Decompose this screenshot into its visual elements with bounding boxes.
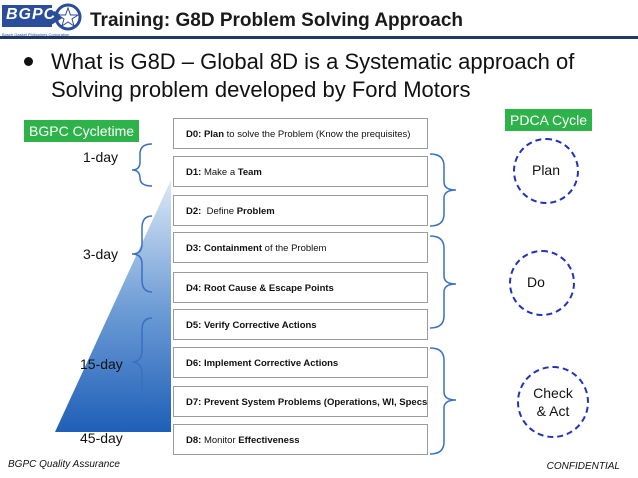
check-label: Check (533, 385, 573, 401)
step-code: D3: (186, 243, 202, 254)
day-label: 1-day (83, 149, 119, 165)
step-code: D0: (186, 129, 202, 140)
step-code: D4: (186, 283, 202, 294)
step-emphasis: Problem (236, 206, 275, 217)
step-emphasis: Verify Corrective Actions (203, 320, 317, 331)
step-code: D1: (186, 167, 202, 178)
bullet-marker (24, 57, 33, 66)
step-d1: D1: Make a Team (173, 156, 428, 187)
step-code: D7: (186, 397, 202, 408)
step-d5: D5: Verify Corrective Actions (173, 309, 428, 340)
cycletime-label: BGPC Cycletime (24, 120, 140, 142)
pdca-brackets (430, 153, 457, 455)
step-d4: D4: Root Cause & Escape Points (173, 272, 428, 303)
step-emphasis: Containment (203, 243, 263, 254)
footer-right: CONFIDENTIAL (546, 461, 620, 472)
check-act-circle: Check & Act (517, 366, 589, 438)
step-d2: D2: Define Problem (173, 195, 428, 226)
step-text: Monitor (201, 435, 239, 446)
do-circle: Do (509, 250, 575, 316)
step-code: D8: (186, 435, 202, 446)
page-title: Training: G8D Problem Solving Approach (90, 10, 464, 31)
step-emphasis: Root Cause & Escape Points (203, 283, 334, 294)
step-text: of the Problem (262, 243, 327, 254)
day-label: 3-day (83, 246, 119, 262)
footer-left: BGPC Quality Assurance (8, 459, 120, 470)
step-d3: D3: Containment of the Problem (173, 232, 428, 263)
bullet-text: What is G8D – Global 8D is a Systematic … (51, 49, 575, 102)
do-label: Do (527, 274, 545, 290)
logo-subtext: Bosch Gasket Philippines Corporation (2, 32, 70, 37)
logo-text: BGPC (6, 6, 57, 23)
step-d7: D7: Prevent System Problems (Operations,… (173, 386, 428, 417)
title-underline (0, 36, 638, 39)
day-label: 15-day (80, 356, 123, 372)
pdca-label: PDCA Cycle (505, 109, 593, 131)
step-d8: D8: Monitor Effectiveness (173, 424, 428, 455)
step-emphasis: Team (237, 167, 262, 178)
step-code: D6: (186, 358, 202, 369)
step-d0: D0: Plan to solve the Problem (Know the … (173, 118, 428, 149)
plan-circle: Plan (513, 138, 579, 204)
step-text: to solve the Problem (Know the prequisit… (224, 129, 411, 140)
step-emphasis: Plan (203, 129, 225, 140)
step-emphasis: Effectiveness (238, 435, 300, 446)
step-text: Define (201, 206, 237, 217)
cycletime-braces (131, 143, 153, 403)
step-emphasis: Implement Corrective Actions (203, 358, 339, 369)
step-d6: D6: Implement Corrective Actions (173, 347, 428, 378)
step-text: Make a (201, 167, 238, 178)
company-logo: BGPC Bosch Gasket Philippines Corporatio… (2, 3, 86, 43)
step-emphasis: Prevent System Problems (Operations, WI,… (203, 397, 428, 408)
day-label: 45-day (80, 430, 123, 446)
plan-label: Plan (531, 162, 561, 178)
step-code: D5: (186, 320, 202, 331)
act-label: & Act (536, 403, 570, 419)
step-code: D2: (186, 206, 202, 217)
